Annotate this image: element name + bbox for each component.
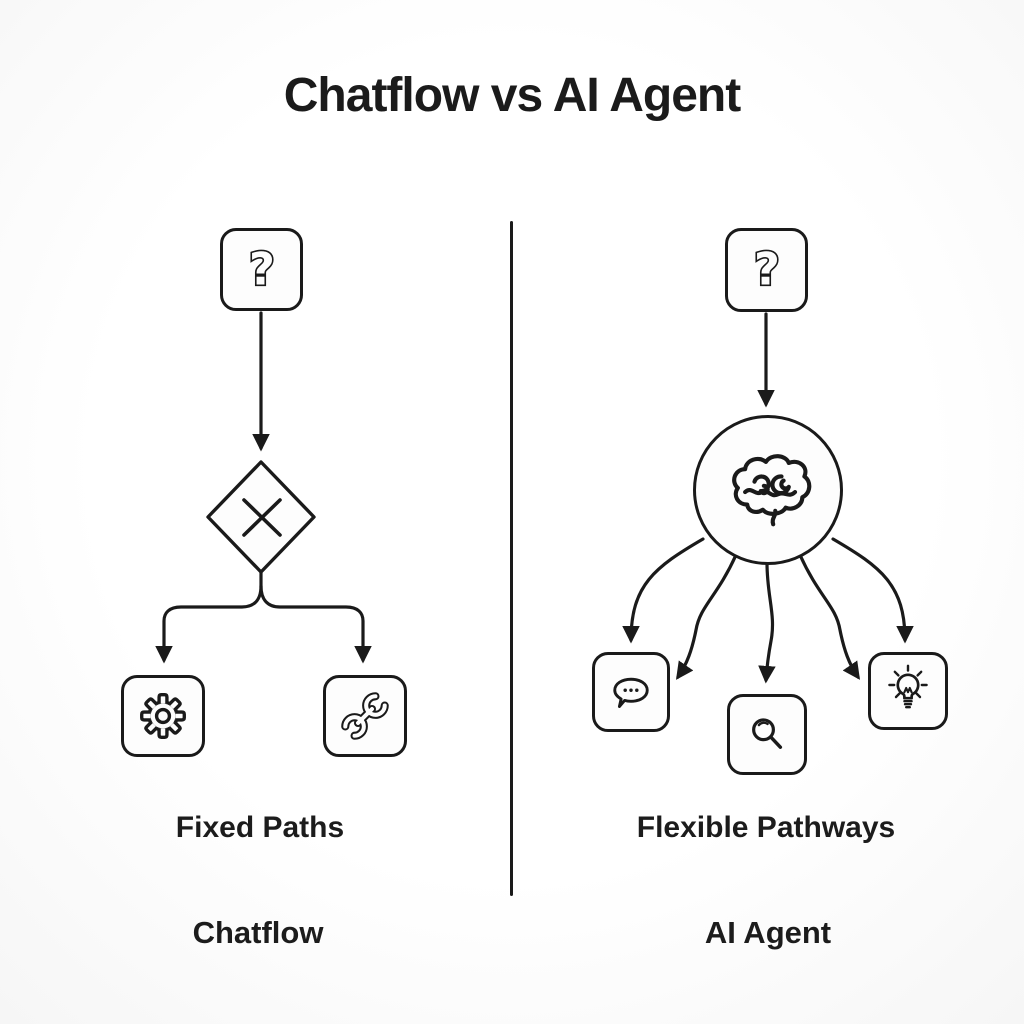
flex-arrow-3 xyxy=(758,561,776,684)
left-subtitle: Fixed Paths xyxy=(175,811,345,844)
svg-text:?: ? xyxy=(249,243,275,295)
right-title: AI Agent xyxy=(704,915,832,950)
page-title: Chatflow vs AI Agent xyxy=(283,69,741,122)
chat-box xyxy=(592,652,670,732)
magnifier-icon xyxy=(752,717,783,749)
gear-box xyxy=(121,675,205,757)
brain-circle xyxy=(693,415,843,565)
right-subtitle: Flexible Pathways xyxy=(636,811,896,844)
flex-arrow-2 xyxy=(675,553,738,680)
brain-icon xyxy=(732,454,812,527)
left-branch-left-arrow xyxy=(155,570,263,664)
divider-line xyxy=(510,221,513,896)
wrench-icon xyxy=(341,692,389,740)
gear-icon xyxy=(140,693,186,739)
flex-arrow-5 xyxy=(831,537,914,644)
flex-arrow-4 xyxy=(798,553,861,680)
lightbulb-box xyxy=(868,652,948,730)
svg-text:?: ? xyxy=(754,243,780,295)
left-branch-right-arrow xyxy=(259,584,372,664)
lightbulb-icon xyxy=(888,664,928,709)
flex-arrow-1 xyxy=(622,537,705,644)
right-question-box: ? xyxy=(725,228,808,312)
wrench-box xyxy=(323,675,407,757)
search-box xyxy=(727,694,807,775)
question-mark-icon: ? xyxy=(752,242,781,297)
chat-bubble-icon xyxy=(613,677,649,708)
left-question-box: ? xyxy=(220,228,303,311)
left-title: Chatflow xyxy=(192,915,324,950)
question-mark-icon: ? xyxy=(247,241,276,296)
x-icon xyxy=(242,498,282,537)
